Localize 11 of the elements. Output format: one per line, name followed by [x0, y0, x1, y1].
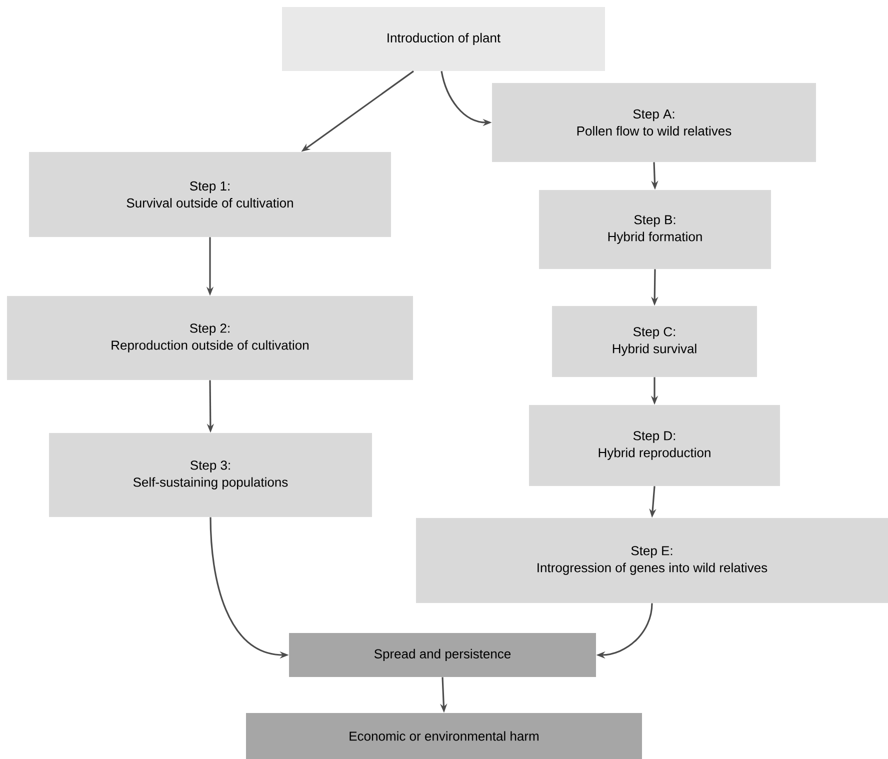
- process-box: Spread and persistence: [289, 633, 596, 677]
- step-box: Step A: Pollen flow to wild relatives: [492, 83, 816, 162]
- process-box: Introduction of plant: [282, 7, 605, 71]
- step-box: Step E: Introgression of genes into wild relatives: [416, 518, 888, 603]
- step-box: Step 3: Self-sustaining populations: [49, 433, 372, 517]
- step-box: Step D: Hybrid reproduction: [529, 405, 780, 486]
- step-box: Step 1: Survival outside of cultivation: [29, 152, 391, 237]
- step-box: Step B: Hybrid formation: [539, 190, 771, 269]
- step-box: Step 2: Reproduction outside of cultivation: [7, 296, 413, 380]
- process-box: Economic or environmental harm: [246, 713, 642, 759]
- step-box: Step C: Hybrid survival: [552, 306, 757, 377]
